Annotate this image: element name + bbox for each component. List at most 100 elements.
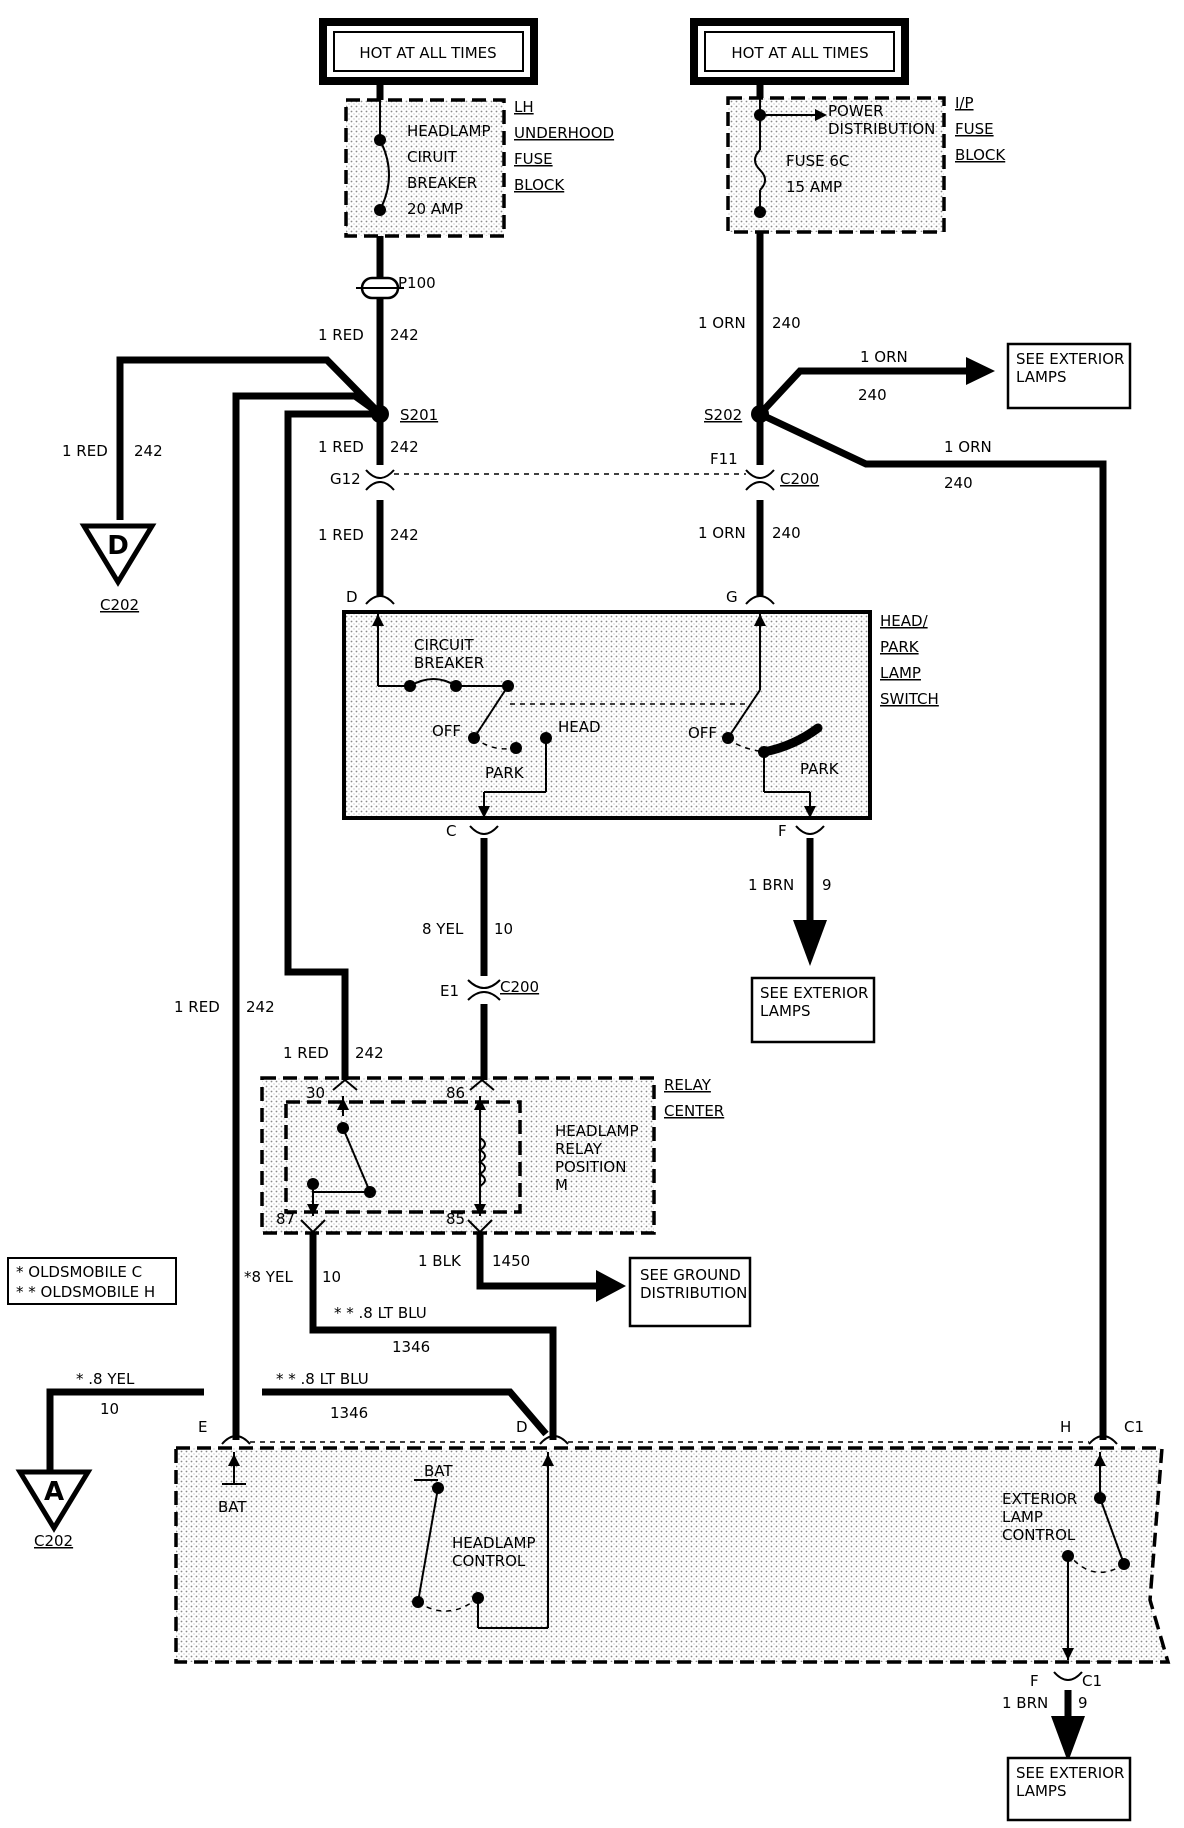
svg-text:1 ORN: 1 ORN [698, 524, 746, 542]
hot-at-all-times-right: HOT AT ALL TIMES [690, 18, 909, 85]
connector-labels: S201 S202 G12 F11 C200 E1 C200 D G C F 3… [198, 406, 1144, 1690]
svg-text:UNDERHOOD: UNDERHOOD [514, 124, 614, 142]
c200-connector-top [365, 469, 775, 491]
svg-text:10: 10 [100, 1400, 119, 1418]
svg-text:C1: C1 [1124, 1418, 1144, 1436]
svg-text:20 AMP: 20 AMP [407, 200, 463, 218]
svg-text:HEADLAMP: HEADLAMP [407, 122, 491, 140]
svg-text:C200: C200 [780, 470, 819, 488]
svg-text:DISTRIBUTION: DISTRIBUTION [828, 120, 935, 138]
switch-pins [365, 595, 825, 835]
svg-text:LH: LH [514, 98, 534, 116]
svg-text:CIRCUIT: CIRCUIT [414, 636, 474, 654]
svg-text:1346: 1346 [392, 1338, 430, 1356]
svg-text:OFF: OFF [432, 722, 461, 740]
wire-labels: 1 RED 242 1 RED 242 1 RED 242 1 RED 242 … [62, 314, 1088, 1712]
svg-text:* OLDSMOBILE C: * OLDSMOBILE C [16, 1263, 142, 1281]
svg-text:E: E [198, 1418, 207, 1436]
svg-text:SEE EXTERIOR: SEE EXTERIOR [1016, 1764, 1124, 1782]
svg-text:1450: 1450 [492, 1252, 530, 1270]
see-exterior-lamps-ref-3: SEE EXTERIOR LAMPS [1006, 1756, 1132, 1822]
svg-text:BREAKER: BREAKER [414, 654, 484, 672]
svg-text:*8 YEL: *8 YEL [244, 1268, 293, 1286]
lamp-control-module: BAT BAT HEADLAMP CONTROL EXTERIOR LAMP C… [174, 1446, 1171, 1664]
svg-text:CIRUIT: CIRUIT [407, 148, 458, 166]
svg-text:HOT AT ALL TIMES: HOT AT ALL TIMES [359, 44, 496, 62]
svg-text:BREAKER: BREAKER [407, 174, 477, 192]
svg-text:1 BLK: 1 BLK [418, 1252, 462, 1270]
svg-text:LAMP: LAMP [1002, 1508, 1043, 1526]
svg-text:15 AMP: 15 AMP [786, 178, 842, 196]
relay-center: RELAY CENTER HEADLAMP RELAY POSITION M [260, 1076, 724, 1235]
svg-text:LAMPS: LAMPS [1016, 368, 1066, 386]
svg-text:LAMPS: LAMPS [1016, 1782, 1066, 1800]
see-exterior-lamps-ref-1: SEE EXTERIOR LAMPS [1006, 342, 1132, 410]
relay-pins [300, 1078, 495, 1234]
svg-text:* * OLDSMOBILE H: * * OLDSMOBILE H [16, 1283, 155, 1301]
svg-text:G: G [726, 588, 738, 606]
svg-text:242: 242 [355, 1044, 384, 1062]
svg-text:D: D [107, 531, 129, 561]
svg-text:EXTERIOR: EXTERIOR [1002, 1490, 1077, 1508]
svg-text:A: A [44, 1477, 64, 1507]
svg-text:E1: E1 [440, 982, 459, 1000]
legend: * OLDSMOBILE C * * OLDSMOBILE H [7, 1257, 177, 1305]
svg-text:242: 242 [390, 526, 419, 544]
svg-text:30: 30 [306, 1084, 325, 1102]
svg-text:87: 87 [276, 1210, 295, 1228]
ip-fuse-block: POWER DISTRIBUTION FUSE 6C 15 AMP I/P FU… [726, 94, 1006, 234]
svg-text:BLOCK: BLOCK [955, 146, 1006, 164]
svg-text:HEADLAMP: HEADLAMP [555, 1122, 639, 1140]
svg-text:D: D [516, 1418, 528, 1436]
svg-text:D: D [346, 588, 358, 606]
svg-text:POSITION: POSITION [555, 1158, 626, 1176]
svg-text:1 RED: 1 RED [318, 326, 364, 344]
svg-text:242: 242 [246, 998, 275, 1016]
svg-text:PARK: PARK [800, 760, 840, 778]
svg-text:F: F [1030, 1672, 1039, 1690]
svg-text:240: 240 [858, 386, 887, 404]
svg-text:S201: S201 [400, 406, 438, 424]
svg-text:G12: G12 [330, 470, 361, 488]
svg-text:* * .8 LT BLU: * * .8 LT BLU [334, 1304, 427, 1322]
svg-text:HEAD/: HEAD/ [880, 612, 929, 630]
c200-connector-mid [467, 979, 501, 1001]
see-ground-distribution-ref: SEE GROUND DISTRIBUTION [628, 1256, 752, 1328]
svg-text:242: 242 [134, 442, 163, 460]
svg-text:RELAY: RELAY [664, 1076, 712, 1094]
svg-text:86: 86 [446, 1084, 465, 1102]
svg-text:DISTRIBUTION: DISTRIBUTION [640, 1284, 747, 1302]
svg-text:BAT: BAT [218, 1498, 247, 1516]
svg-text:240: 240 [944, 474, 973, 492]
svg-text:SWITCH: SWITCH [880, 690, 939, 708]
svg-text:C202: C202 [34, 1532, 73, 1550]
svg-text:M: M [555, 1176, 568, 1194]
svg-text:C: C [446, 822, 456, 840]
c202-d-connector: D C202 [79, 523, 157, 614]
svg-text:1 RED: 1 RED [174, 998, 220, 1016]
svg-text:1 RED: 1 RED [62, 442, 108, 460]
svg-text:LAMP: LAMP [880, 664, 921, 682]
svg-text:1 ORN: 1 ORN [944, 438, 992, 456]
s202-splice [751, 405, 769, 423]
svg-text:PARK: PARK [880, 638, 920, 656]
svg-text:1 RED: 1 RED [283, 1044, 329, 1062]
head-park-lamp-switch: HEAD/ PARK LAMP SWITCH CIRCUIT BREAKER O… [342, 610, 939, 820]
svg-text:LAMPS: LAMPS [760, 1002, 810, 1020]
svg-text:OFF: OFF [688, 724, 717, 742]
svg-text:POWER: POWER [828, 102, 884, 120]
svg-text:CENTER: CENTER [664, 1102, 724, 1120]
svg-text:1 BRN: 1 BRN [1002, 1694, 1048, 1712]
svg-text:I/P: I/P [955, 94, 974, 112]
wire-arrows [596, 357, 1085, 1762]
svg-text:242: 242 [390, 438, 419, 456]
svg-text:240: 240 [772, 524, 801, 542]
svg-text:85: 85 [446, 1210, 465, 1228]
svg-text:* * .8 LT BLU: * * .8 LT BLU [276, 1370, 369, 1388]
svg-text:CONTROL: CONTROL [1002, 1526, 1076, 1544]
svg-text:240: 240 [772, 314, 801, 332]
s201-splice [371, 405, 389, 423]
hot-at-all-times-left: HOT AT ALL TIMES [319, 18, 538, 85]
c202-a-connector: A C202 [15, 1469, 93, 1550]
